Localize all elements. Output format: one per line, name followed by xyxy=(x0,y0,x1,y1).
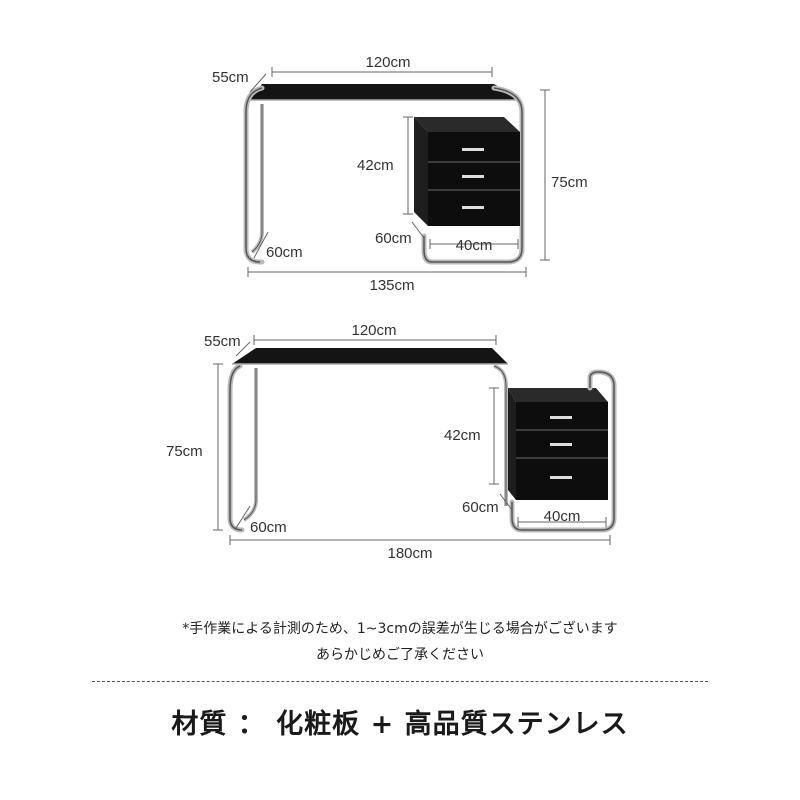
material-label: 材質 ： 化粧板 + 高品質ステンレス xyxy=(171,709,629,740)
desk-top-surface xyxy=(250,84,520,100)
dim-height-label: 75cm xyxy=(551,174,588,191)
dim-total-width-label: 135cm xyxy=(369,277,414,294)
dashed-divider xyxy=(92,681,708,682)
measurement-note: *手作業による計測のため、1~3cmの誤差が生じる場合がございます xyxy=(182,621,618,637)
left-steel-frame xyxy=(243,85,265,265)
dim-cabinet-height-label: 42cm xyxy=(357,157,394,174)
drawer-cabinet xyxy=(414,117,520,226)
dim-total-width-label-bottom: 180cm xyxy=(387,545,432,562)
desk-dimension-diagram: 120cm 55cm 42cm 75cm 60cm 60cm 40cm 135c… xyxy=(166,54,617,562)
dimension-lines-top xyxy=(247,67,550,277)
desk-top-surface-bottom xyxy=(232,348,508,364)
desk-illustration-top xyxy=(243,84,525,265)
dim-depth-label: 55cm xyxy=(212,69,249,86)
dim-cabinet-depth-label: 60cm xyxy=(375,230,412,247)
dim-height-label-bottom: 75cm xyxy=(166,443,203,460)
dim-cabinet-depth-label-bottom: 60cm xyxy=(462,499,499,516)
dim-width-top-label: 120cm xyxy=(365,54,410,71)
desk-illustration-bottom xyxy=(227,348,617,533)
dim-cabinet-height-label-bottom: 42cm xyxy=(444,427,481,444)
dim-cabinet-width-label-bottom: 40cm xyxy=(544,508,581,525)
dim-width-top-label-bottom: 120cm xyxy=(351,322,396,339)
dim-depth-label-bottom: 55cm xyxy=(204,333,241,350)
left-steel-frame-bottom xyxy=(227,363,245,533)
dimension-labels-top: 120cm 55cm 42cm 75cm 60cm 60cm 40cm 135c… xyxy=(212,54,588,294)
dim-cabinet-width-label: 40cm xyxy=(456,237,493,254)
dim-leg-depth-label-bottom: 60cm xyxy=(250,519,287,536)
dimension-labels-bottom: 120cm 55cm 75cm 42cm 60cm 60cm 40cm 180c… xyxy=(166,322,580,562)
dim-leg-depth-label: 60cm xyxy=(266,244,303,261)
drawer-cabinet-bottom xyxy=(508,369,617,533)
dimension-lines-bottom xyxy=(213,335,611,545)
measurement-note-apology: あらかじめご了承ください xyxy=(316,647,484,663)
